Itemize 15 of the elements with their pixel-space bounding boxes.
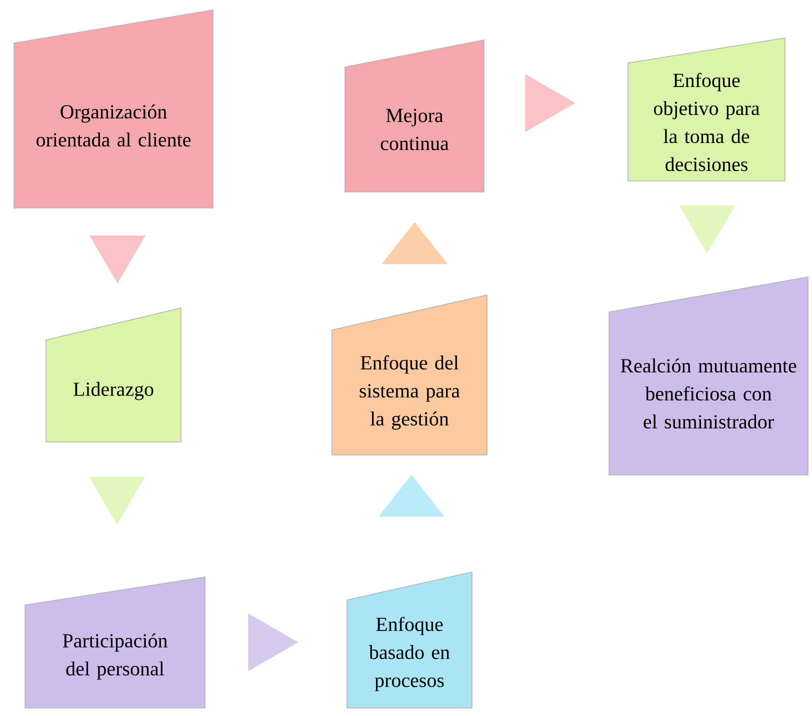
- arrow: [382, 222, 448, 264]
- process-box: Enfoque del sistema para la gestión: [332, 294, 488, 456]
- process-box: Realción mutuamente beneficiosa con el suministrador: [608, 276, 808, 476]
- process-box: Participación del personal: [24, 576, 206, 708]
- arrow: [89, 476, 146, 525]
- arrow: [90, 236, 146, 284]
- arrow: [679, 206, 736, 254]
- process-box: Liderazgo: [46, 308, 182, 442]
- arrow: [525, 74, 576, 132]
- process-box: Mejora continua: [344, 40, 484, 192]
- process-box: Enfoque objetivo para la toma de decisiones: [628, 38, 786, 182]
- process-box: Organización orientada al cliente: [14, 10, 214, 208]
- process-box: Enfoque basado en procesos: [346, 572, 472, 708]
- arrow: [248, 613, 298, 672]
- arrow: [378, 474, 444, 517]
